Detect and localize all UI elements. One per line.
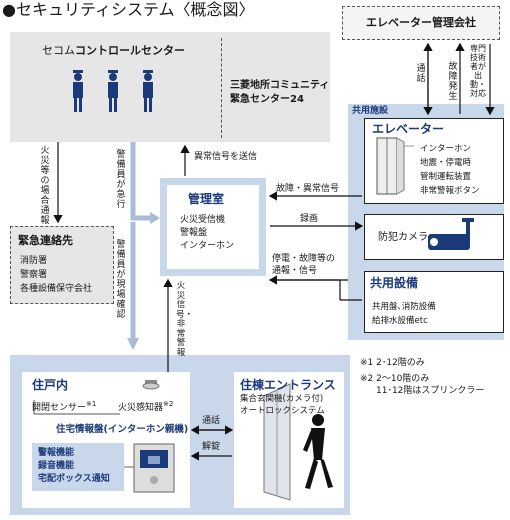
secom-label: セコムコントロールセンター [42, 44, 185, 58]
fire-detector-label: 火災感知器※2 [118, 400, 173, 414]
fire-contact-label: 火災等の場合通報 [40, 146, 50, 226]
fault-emergency-label: 故障発生 [448, 62, 458, 102]
note-mark-1: ※1 [86, 400, 97, 408]
camera-label: 防犯カメラ [378, 232, 428, 243]
secom-control-center-box [10, 32, 330, 142]
kanri-title: 管理室 [188, 192, 225, 206]
kanri-item: 火災受信機 [180, 215, 226, 225]
person-icon [303, 414, 333, 489]
call-label: 通話 [416, 64, 426, 84]
panel-features: 警報機能 録音機能 宅配ボックス通知 [38, 447, 110, 486]
entrance-title: 住棟エントランス [240, 378, 336, 392]
equipment-items: 共用盤､消防設備 給排水設備etc [372, 300, 436, 328]
elevator-item: インターホン [420, 144, 472, 154]
engineer-label: 専門技術者が出動・対応 [470, 44, 486, 98]
mitsubishi-line-2: 緊急センター24 [230, 94, 304, 105]
equipment-title: 共用設備 [370, 276, 419, 290]
emergency-item: 消防署 [20, 256, 48, 266]
emergency-items: 消防署 警察署 各種設備保守会社 [20, 254, 92, 296]
power-fault-label: 停電・故障等の [272, 254, 336, 264]
guard-confirm-label: 警備員が現場確認 [116, 240, 126, 320]
entrance-line-1: 集合玄関機(カメラ付) [240, 394, 324, 404]
equipment-item: 給排水設備etc [372, 316, 428, 326]
elevator-items: インターホン 地震・停電時 管制運転装置 非常警報ボタン [420, 142, 480, 198]
elevator-door-icon [376, 137, 414, 195]
elevator-company-label: エレベーター管理会社 [366, 16, 476, 29]
entrance-line-2: オートロックシステム [240, 406, 325, 416]
emergency-item: 各種設備保守会社 [20, 284, 93, 294]
abnormal-signal-label: 異常信号を送信 [194, 152, 258, 162]
fire-signal-label: 火災信号・非常警報 [176, 281, 194, 358]
panel-feature: 警報機能 [38, 448, 75, 458]
panel-title: 住宅情報盤(インターホン親機) [56, 424, 189, 435]
security-camera-icon [428, 218, 474, 250]
power-fault-label-2: 通報・信号 [272, 266, 318, 276]
unlock-label: 解錠 [202, 442, 221, 452]
note-mark-2: ※2 [163, 400, 174, 408]
emergency-item: 警察署 [20, 270, 48, 280]
mitsubishi-divider [221, 38, 222, 138]
fire-detector-text: 火災感知器 [118, 403, 164, 413]
equipment-item: 共用盤､消防設備 [372, 302, 436, 312]
security-guard-icons [73, 70, 153, 112]
elevator-title: エレベーター [372, 122, 445, 136]
fire-detector-icon [142, 380, 160, 390]
elevator-item: 管制運転装置 [420, 172, 472, 182]
panel-features-box [32, 443, 124, 491]
intercom-master-icon [124, 443, 175, 493]
equipment-box [364, 271, 504, 333]
note-2b: 11･12階はスプリンクラー [376, 386, 485, 396]
secom-main-label: コントロールセンター [75, 44, 185, 57]
kanri-item: インターホン [180, 241, 235, 251]
shared-title: 共用施設 [352, 106, 389, 116]
door-sensor-label: 開閉センサー※1 [32, 400, 96, 414]
emergency-contact-box [10, 226, 114, 304]
kanri-items: 火災受信機 警報盤 インターホン [180, 214, 234, 253]
panel-feature: 録音機能 [38, 461, 75, 471]
guard-rush-label: 警備員が急行 [116, 150, 126, 210]
unit-call-label: 通話 [202, 416, 221, 426]
fault-signal-label: 故障・異常信号 [276, 184, 340, 194]
kanri-item: 警報盤 [180, 228, 208, 238]
secom-prefix: セコム [42, 44, 75, 57]
elevator-company-box [342, 6, 500, 40]
unit-title: 住戸内 [32, 378, 69, 392]
note-1: ※1 2･12階のみ [360, 358, 425, 368]
entrance-door-icon [263, 383, 291, 501]
recording-label: 録画 [300, 214, 319, 224]
mitsubishi-line-1: 三菱地所コミュニティ [230, 80, 330, 91]
note-2: ※2 2～10階のみ [360, 374, 430, 384]
emergency-title: 緊急連絡先 [18, 234, 73, 247]
page-title: ●セキュリティシステム〈概念図〉 [2, 0, 255, 19]
panel-feature: 宅配ボックス通知 [38, 474, 110, 484]
kanri-inner [167, 185, 259, 269]
elevator-item: 非常警報ボタン [420, 186, 480, 196]
door-sensor-text: 開閉センサー [32, 403, 87, 413]
elevator-item: 地震・停電時 [420, 158, 472, 168]
